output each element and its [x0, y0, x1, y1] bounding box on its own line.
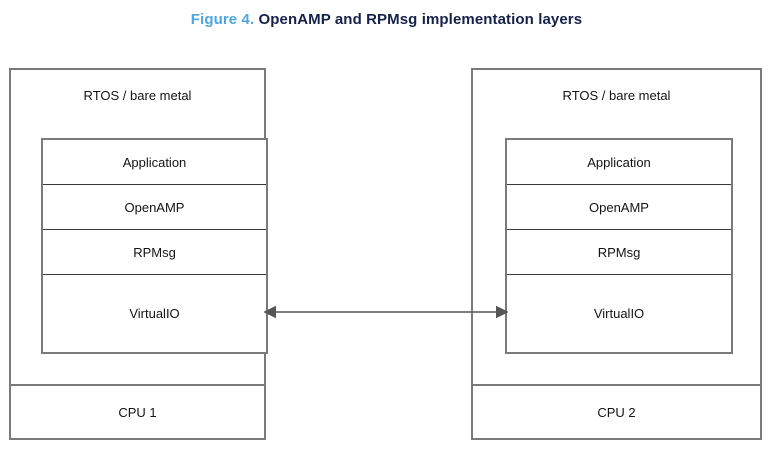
layer-stack-cpu1: Application OpenAMP RPMsg VirtualIO: [41, 138, 268, 354]
figure-title: OpenAMP and RPMsg implementation layers: [258, 11, 583, 28]
cpu-block-2: RTOS / bare metal Application OpenAMP RP…: [471, 68, 762, 440]
layer-rpmsg-cpu1: RPMsg: [43, 230, 266, 275]
cpu-footer-2: CPU 2: [473, 384, 760, 438]
figure-number: Figure 4.: [190, 11, 255, 28]
layer-application-cpu2: Application: [507, 140, 731, 185]
os-label-cpu1: RTOS / bare metal: [83, 88, 192, 103]
layer-rpmsg-cpu2: RPMsg: [507, 230, 731, 275]
layer-stack-cpu2: Application OpenAMP RPMsg VirtualIO: [505, 138, 733, 354]
cpu-block-1: RTOS / bare metal Application OpenAMP RP…: [9, 68, 268, 440]
layer-openamp-cpu1: OpenAMP: [43, 185, 266, 230]
layer-virtualio-cpu2: VirtualIO: [593, 306, 645, 321]
figure-caption: Figure 4. OpenAMP and RPMsg implementati…: [0, 10, 773, 30]
layer-virtualio-cpu1: VirtualIO: [129, 306, 180, 321]
os-label-cpu2: RTOS / bare metal: [562, 88, 671, 103]
virtualio-connector-arrow: [264, 305, 508, 319]
layer-openamp-cpu2: OpenAMP: [507, 185, 731, 230]
cpu-footer-1: CPU 1: [11, 384, 264, 438]
layer-application-cpu1: Application: [43, 140, 266, 185]
